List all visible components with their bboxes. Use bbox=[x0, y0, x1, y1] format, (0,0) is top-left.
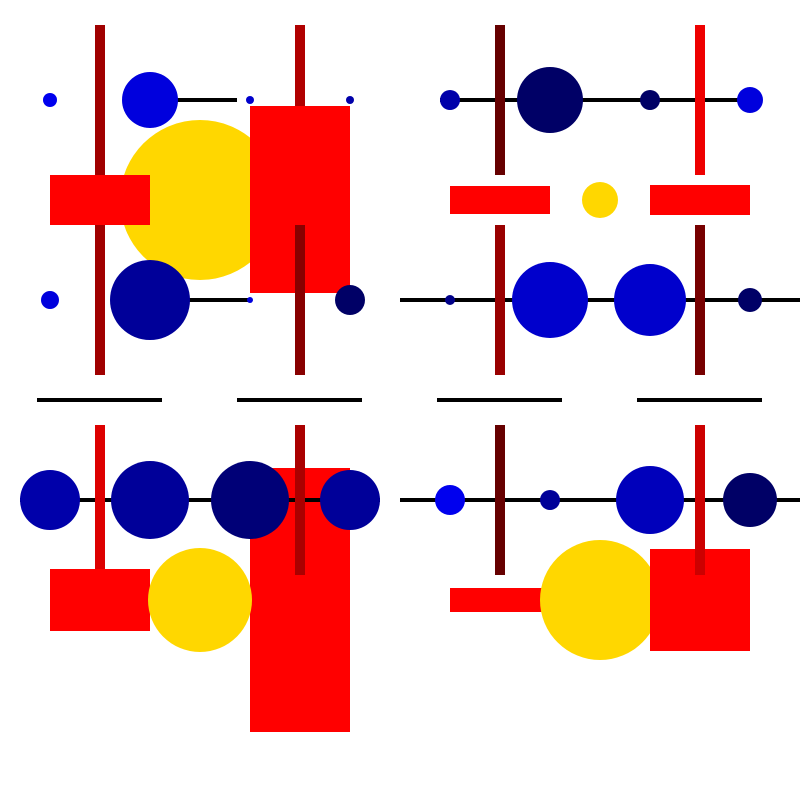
vertical-bar bbox=[95, 425, 105, 575]
blue-circle bbox=[616, 466, 684, 534]
navy-circle bbox=[111, 461, 189, 539]
red-rectangle bbox=[50, 175, 150, 225]
blue-circle bbox=[512, 262, 588, 338]
red-rectangle bbox=[450, 588, 550, 612]
yellow-circle bbox=[582, 182, 618, 218]
blue-circle bbox=[122, 72, 178, 128]
navy-circle bbox=[540, 490, 560, 510]
blue-dot bbox=[246, 96, 254, 104]
panel-bottom-right bbox=[400, 425, 800, 660]
blue-dot bbox=[247, 297, 253, 303]
navy-circle bbox=[738, 288, 762, 312]
blue-circle bbox=[440, 90, 460, 110]
navy-circle bbox=[211, 461, 289, 539]
red-rectangle bbox=[450, 186, 550, 214]
vertical-bar bbox=[295, 225, 305, 375]
panel-bottom-left bbox=[20, 425, 380, 732]
blue-circle bbox=[41, 291, 59, 309]
panel-top-left bbox=[41, 25, 365, 375]
navy-circle bbox=[517, 67, 583, 133]
red-rectangle bbox=[650, 185, 750, 215]
blue-dot bbox=[346, 96, 354, 104]
blue-circle bbox=[737, 87, 763, 113]
vertical-bar bbox=[695, 425, 705, 575]
navy-circle bbox=[640, 90, 660, 110]
navy-circle bbox=[320, 470, 380, 530]
navy-circle bbox=[335, 285, 365, 315]
vertical-bar bbox=[695, 25, 705, 175]
red-rectangle bbox=[50, 569, 150, 631]
blue-circle bbox=[435, 485, 465, 515]
vertical-bar bbox=[495, 425, 505, 575]
vertical-bar bbox=[495, 225, 505, 375]
yellow-circle bbox=[120, 120, 280, 280]
yellow-circle bbox=[540, 540, 660, 660]
navy-circle bbox=[110, 260, 190, 340]
vertical-bar bbox=[695, 225, 705, 375]
vertical-bar bbox=[495, 25, 505, 175]
navy-circle bbox=[20, 470, 80, 530]
navy-dot bbox=[445, 295, 455, 305]
panel-top-right bbox=[400, 25, 800, 375]
yellow-circle bbox=[148, 548, 252, 652]
navy-circle bbox=[723, 473, 777, 527]
blue-circle bbox=[614, 264, 686, 336]
blue-circle bbox=[43, 93, 57, 107]
vertical-bar bbox=[295, 425, 305, 575]
